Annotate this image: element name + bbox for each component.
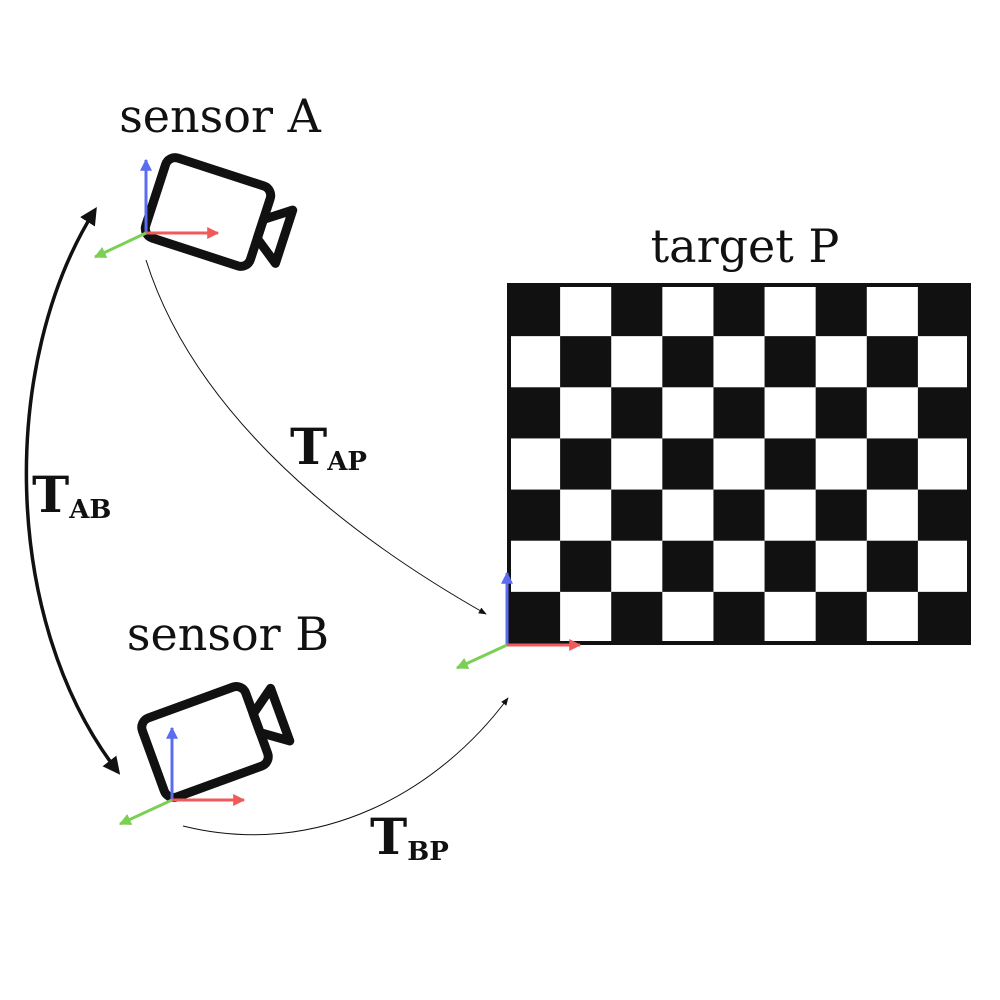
checkerboard-cell — [764, 489, 817, 542]
checkerboard-cell — [509, 591, 561, 644]
checkerboard-cell — [611, 438, 663, 491]
checkerboard-cell — [611, 285, 663, 337]
transform-ap-label: TAP — [290, 417, 367, 477]
checkerboard-cell — [917, 489, 970, 542]
checkerboard-cell — [611, 591, 663, 644]
checkerboard-cell — [662, 540, 714, 593]
sensor-b-axes — [118, 726, 246, 826]
checkerboard-cell — [713, 540, 766, 593]
checkerboard-cell — [560, 540, 612, 593]
transform-ap-sub: AP — [326, 447, 367, 477]
checkerboard-cell — [713, 438, 766, 491]
checkerboard-target — [509, 285, 970, 644]
checkerboard-cell — [866, 387, 919, 439]
checkerboard-cell — [662, 489, 714, 542]
checkerboard-cell — [611, 387, 663, 439]
checkerboard-cell — [713, 336, 766, 388]
checkerboard-cell — [866, 336, 919, 388]
checkerboard-cell — [662, 387, 714, 439]
checkerboard-cell — [509, 489, 561, 542]
checkerboard-cell — [866, 438, 919, 491]
checkerboard-cell — [866, 489, 919, 542]
sensor-a-label: sensor A — [119, 89, 321, 143]
sensor-a-axis-z — [93, 231, 147, 259]
checkerboard-cell — [917, 438, 970, 491]
checkerboard-cell — [815, 387, 868, 439]
target-axis-z — [455, 643, 508, 670]
checkerboard-cell — [917, 540, 970, 593]
checkerboard-cell — [866, 285, 919, 337]
checkerboard-cell — [560, 336, 612, 388]
transform-bp-arrow — [182, 697, 509, 836]
sensor-b-label: sensor B — [127, 607, 329, 661]
checkerboard-cell — [713, 591, 766, 644]
transform-bp-sub: BP — [407, 837, 449, 867]
checkerboard-cell — [815, 591, 868, 644]
checkerboard-cell — [917, 285, 970, 337]
transform-bp-label: TBP — [370, 807, 449, 867]
checkerboard-cell — [917, 387, 970, 439]
sensor-b-camera-icon — [137, 682, 295, 802]
checkerboard-cell — [611, 336, 663, 388]
checkerboard-cell — [815, 438, 868, 491]
checkerboard-cell — [815, 489, 868, 542]
checkerboard-cell — [713, 387, 766, 439]
checkerboard-cell — [917, 336, 970, 388]
transform-ab-main: T — [32, 465, 69, 524]
checkerboard-cell — [611, 540, 663, 593]
checkerboard-cell — [560, 438, 612, 491]
checkerboard-cell — [509, 438, 561, 491]
checkerboard-cell — [764, 285, 817, 337]
checkerboard-cell — [764, 336, 817, 388]
sensor-a-camera-icon — [140, 153, 298, 271]
transform-ap-main: T — [290, 417, 327, 476]
checkerboard-cell — [560, 285, 612, 337]
checkerboard-border — [507, 283, 971, 645]
checkerboard-cell — [662, 438, 714, 491]
checkerboard-cell — [611, 489, 663, 542]
transform-bp-main: T — [370, 807, 407, 866]
checkerboard-cell — [662, 336, 714, 388]
target-label: target P — [651, 219, 840, 273]
checkerboard-cell — [509, 387, 561, 439]
checkerboard-cell — [917, 591, 970, 644]
transform-ab-label: TAB — [32, 465, 111, 525]
checkerboard-cell — [713, 285, 766, 337]
checkerboard-cell — [509, 540, 561, 593]
checkerboard-cell — [662, 285, 714, 337]
transform-ap-arrow — [145, 259, 487, 615]
checkerboard-cell — [764, 540, 817, 593]
checkerboard-cell — [764, 438, 817, 491]
checkerboard-cell — [509, 285, 561, 337]
checkerboard-cell — [560, 387, 612, 439]
checkerboard-cell — [815, 285, 868, 337]
checkerboard-cell — [560, 489, 612, 542]
sensor-b-axis-z — [118, 798, 173, 826]
checkerboard-cell — [815, 336, 868, 388]
transform-ab-sub: AB — [68, 495, 111, 525]
checkerboard-cell — [713, 489, 766, 542]
checkerboard-cell — [560, 591, 612, 644]
checkerboard-cell — [764, 387, 817, 439]
checkerboard-cell — [866, 540, 919, 593]
checkerboard-cell — [764, 591, 817, 644]
checkerboard-cell — [662, 591, 714, 644]
target-axes — [455, 571, 582, 670]
checkerboard-cell — [866, 591, 919, 644]
checkerboard-cell — [815, 540, 868, 593]
checkerboard-cell — [509, 336, 561, 388]
transform-ab-arrow — [24, 207, 121, 775]
